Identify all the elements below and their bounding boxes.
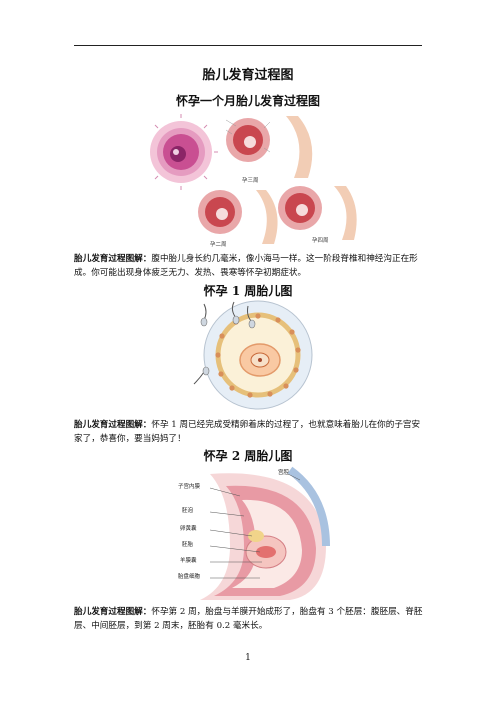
header-rule: [74, 45, 422, 46]
page-number: 1: [245, 653, 251, 663]
page-title: 胎儿发育过程图: [202, 68, 294, 83]
section-3-caption-label: 胎儿发育过程图解：: [74, 607, 152, 617]
fig1-label-week4: 孕四周: [312, 237, 329, 244]
fig3-label-placental-cells: 胎盘细胞: [178, 572, 201, 580]
ovum-illustration: [150, 114, 218, 190]
section-2-caption: 胎儿发育过程图解：怀孕 1 周已经完成受精卵着床的过程了，也就意味着胎儿在你的子…: [74, 418, 426, 446]
fig1-label-week2: 孕二周: [210, 241, 227, 248]
section-2-caption-label: 胎儿发育过程图解：: [74, 420, 152, 430]
fig3-label-yolk-sac: 卵黄囊: [180, 524, 197, 532]
section-3-caption: 胎儿发育过程图解：怀孕第 2 周，胎盘与羊膜开始成形了，胎盘有 3 个胚层：腹胚…: [74, 605, 426, 633]
week2-embryo-figure: 宫腔 子宫内膜 胚泡 卵黄囊 胚胎 羊膜囊 胎盘细胞: [178, 466, 330, 600]
uterus-week4-illustration: [278, 186, 357, 240]
fig3-label-blastocyst: 胚泡: [182, 506, 194, 514]
section-1-caption-text: 腹中胎儿身长约几毫米，像小海马一样。这一阶段脊椎和神经沟正在形成。你可能出现身体…: [74, 254, 418, 278]
one-month-development-figure: 孕三周 孕二周 孕四周: [150, 114, 357, 248]
section-3-caption-text: 怀孕第 2 周，胎盘与羊膜开始成形了，胎盘有 3 个胚层：腹胚层、脊胚层、中间胚…: [74, 607, 423, 631]
fig3-label-embryo: 胚胎: [182, 540, 194, 548]
section-1-caption-label: 胎儿发育过程图解：: [74, 254, 152, 264]
week1-implantation-figure: [193, 300, 313, 410]
section-3-heading: 怀孕 2 周胎儿图: [203, 449, 293, 463]
section-2-heading: 怀孕 1 周胎儿图: [203, 284, 293, 298]
fig1-label-week3: 孕三周: [242, 177, 259, 184]
fig3-label-uterine-cavity: 宫腔: [278, 468, 290, 476]
fig3-label-endometrium: 子宫内膜: [178, 482, 201, 490]
fig3-label-amniotic-sac: 羊膜囊: [180, 556, 197, 564]
section-1-caption: 胎儿发育过程图解：腹中胎儿身长约几毫米，像小海马一样。这一阶段脊椎和神经沟正在形…: [74, 252, 426, 280]
uterus-week3-illustration: [225, 116, 313, 178]
section-2-caption-text: 怀孕 1 周已经完成受精卵着床的过程了，也就意味着胎儿在你的子宫安家了，恭喜你，…: [74, 420, 421, 444]
uterus-week2-illustration: [198, 190, 278, 244]
section-1-heading: 怀孕一个月胎儿发育过程图: [175, 94, 320, 108]
